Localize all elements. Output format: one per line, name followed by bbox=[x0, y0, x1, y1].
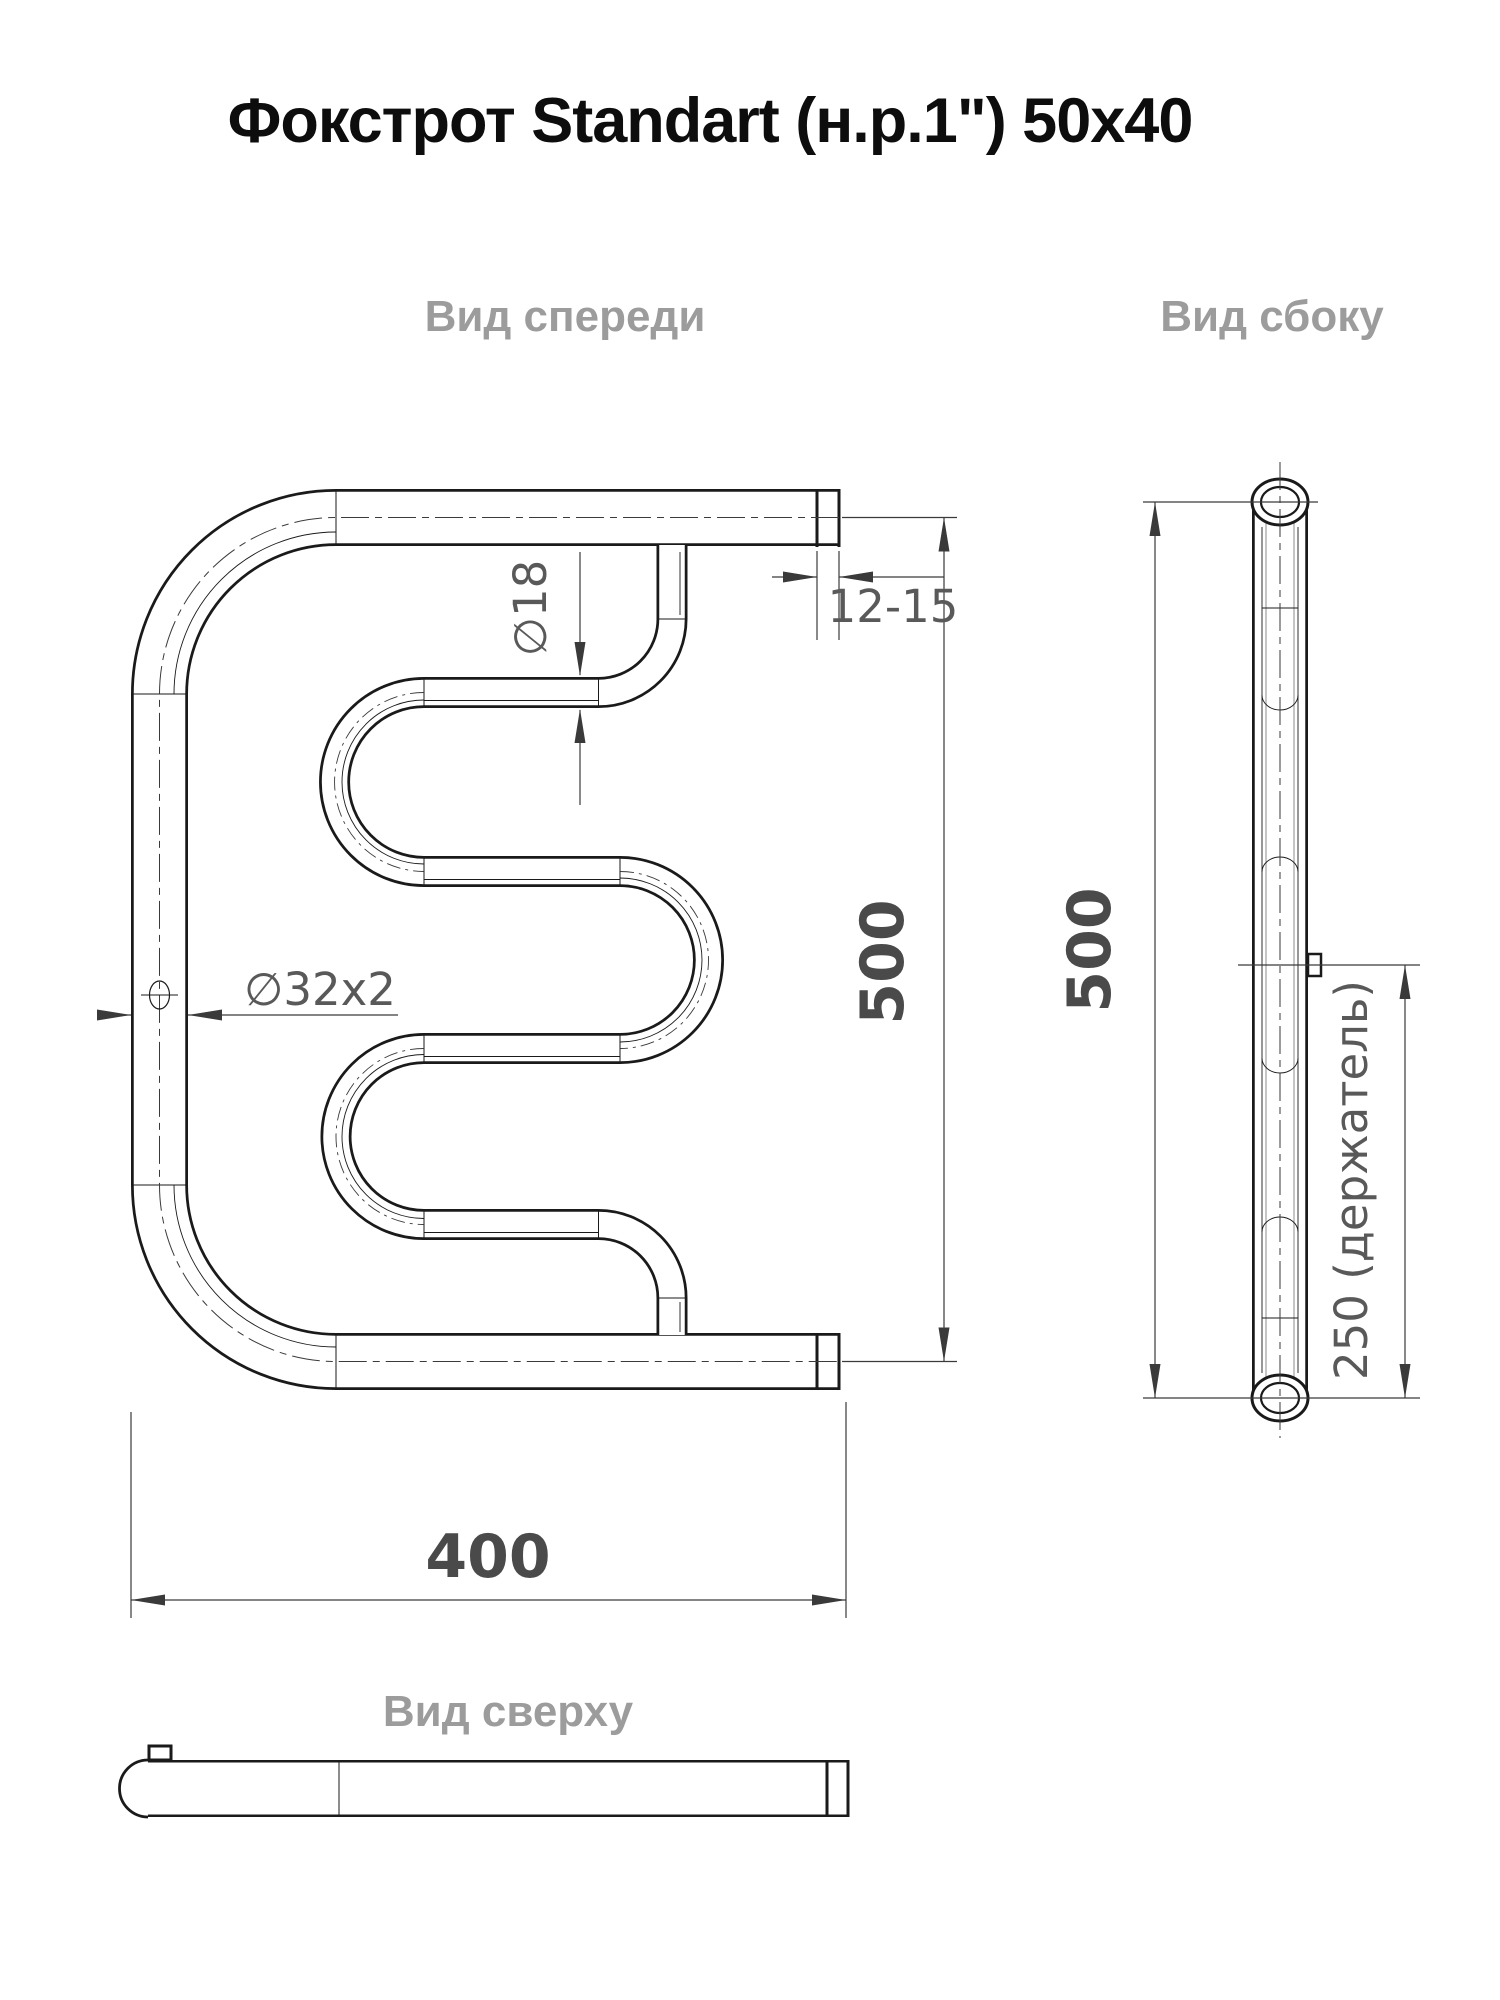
top-wall-sleeve bbox=[825, 1760, 850, 1817]
top-view-label: Вид сверху bbox=[383, 1687, 634, 1736]
dim-front-width: 400 bbox=[130, 1402, 847, 1618]
dim-holder-spacing: 250 (держатель) bbox=[1238, 964, 1420, 1398]
holder-position-mark bbox=[141, 980, 178, 1010]
front-height-value: 500 bbox=[848, 899, 918, 1024]
front-width-value: 400 bbox=[425, 1522, 550, 1592]
main-pipe-centerline bbox=[159, 517, 839, 1362]
top-holder-bracket bbox=[147, 1744, 173, 1762]
dim-rail-diameter: ∅18 bbox=[504, 552, 586, 805]
dim-wall-clearance: 12-15 bbox=[772, 551, 958, 640]
front-view: 500 12-15 ∅18 ∅32x2 bbox=[97, 489, 958, 1618]
top-pipe-left-end-fill bbox=[119, 1760, 148, 1817]
serpentine-centerlines bbox=[334, 692, 709, 1225]
side-view-label: Вид сбоку bbox=[1160, 292, 1384, 341]
top-pipe-left-end bbox=[118, 1758, 149, 1819]
side-view: 500 250 (держатель) bbox=[1055, 462, 1420, 1438]
page-title: Фокстрот Standart (н.р.1") 50x40 bbox=[228, 86, 1193, 156]
dim-main-diameter: ∅32x2 bbox=[97, 963, 396, 1021]
dim-side-height: 500 bbox=[1055, 501, 1420, 1399]
wall-clearance-value: 12-15 bbox=[828, 580, 959, 633]
holder-spacing-value: 250 (держатель) bbox=[1325, 980, 1378, 1380]
side-height-value: 500 bbox=[1055, 887, 1125, 1012]
top-view bbox=[118, 1744, 850, 1819]
side-pipe-shading bbox=[1265, 516, 1295, 1384]
dim-front-height: 500 bbox=[842, 516, 957, 1363]
main-diameter-value: ∅32x2 bbox=[244, 963, 396, 1016]
rail-diameter-value: ∅18 bbox=[504, 560, 557, 656]
front-view-label: Вид спереди bbox=[425, 292, 706, 341]
pipe-highlight-lines bbox=[173, 531, 703, 1348]
